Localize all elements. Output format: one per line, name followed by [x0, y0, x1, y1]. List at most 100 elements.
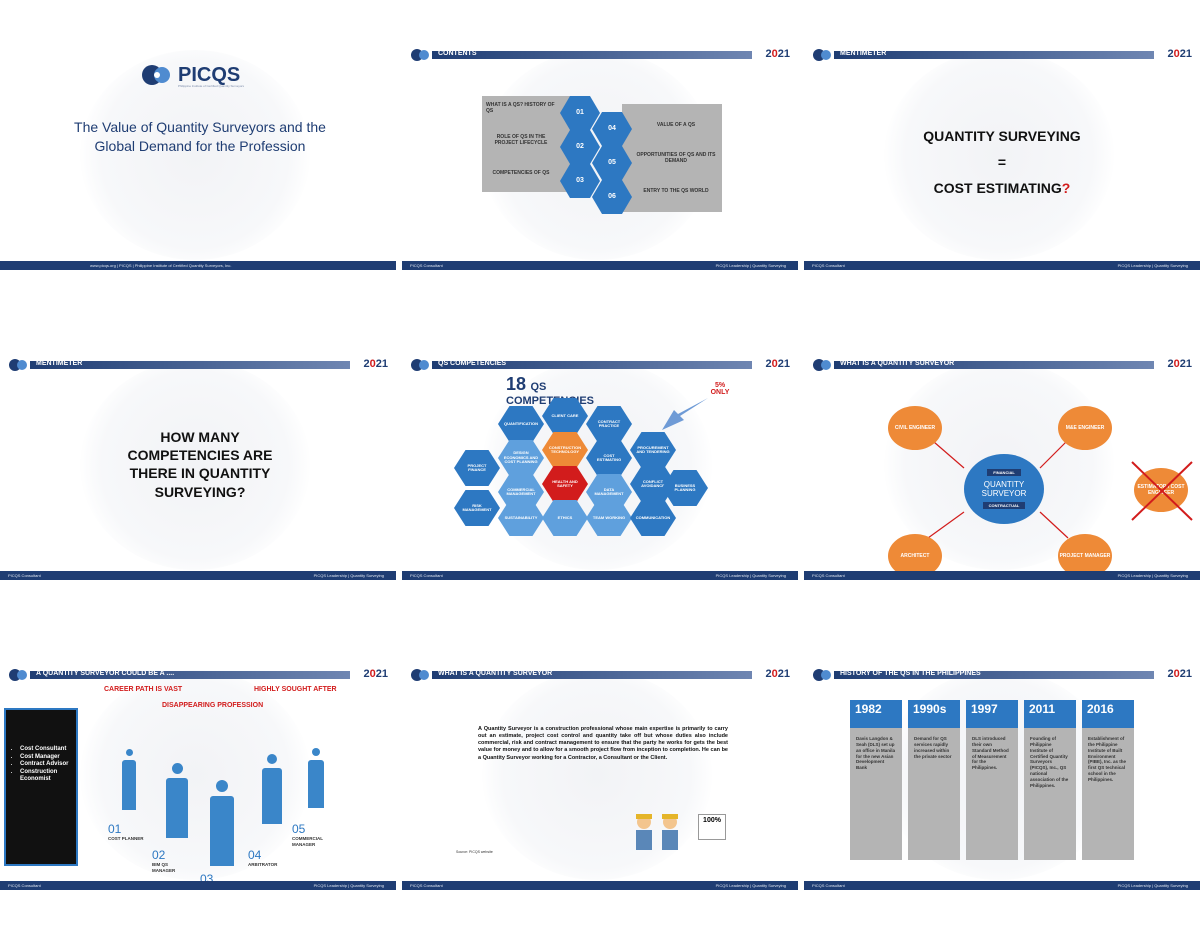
picqs-mark-icon: [9, 359, 27, 371]
connector-arrows: [927, 441, 1069, 539]
logo-text: PICQS: [178, 64, 241, 86]
callout-arrow-icon: [662, 398, 708, 430]
footer-right: PICQS Leadership | Quantity Surveying: [715, 263, 786, 268]
person-body-icon: [210, 796, 234, 866]
slide-grid: PICQS Philippine Institute of Certified …: [0, 40, 1200, 890]
slide-4-header: MENTIMETER: [36, 360, 83, 367]
year-badge: 2021: [1167, 358, 1193, 370]
competency-hex: PROCUREMENT AND TENDERING: [630, 432, 676, 468]
slide-1[interactable]: PICQS Philippine Institute of Certified …: [0, 40, 396, 270]
contents-item-6[interactable]: ENTRY TO THE QS WORLD: [643, 188, 709, 194]
hex-05: 05: [592, 146, 632, 180]
node-architect: ARCHITECT: [888, 534, 942, 578]
hex-02: 02: [560, 130, 600, 164]
competency-hex: COST ESTIMATING: [586, 440, 632, 476]
competency-hex: HEALTH AND SAFETY: [542, 466, 588, 502]
timeline-text: Davis Langdon & Seah (DLS) set up an off…: [856, 736, 896, 771]
person-body-icon: [308, 760, 324, 808]
node-project-manager: PROJECT MANAGER: [1058, 534, 1112, 578]
timeline-year: 1990s: [908, 700, 960, 728]
roles-bullet-box: Cost ConsultantCost ManagerContract Advi…: [4, 708, 78, 866]
person-body-icon: [122, 760, 136, 810]
person-body-icon: [166, 778, 188, 838]
role-number: 04: [248, 848, 262, 862]
cross-out-icon: [1131, 461, 1193, 521]
slide-4-question: HOW MANY COMPETENCIES ARE THERE IN QUANT…: [127, 429, 273, 500]
person-body-icon: [262, 768, 282, 824]
slide-7[interactable]: A QUANTITY SURVEYOR COULD BE A ....2021 …: [0, 660, 396, 890]
slide-8-header: WHAT IS A QUANTITY SURVEYOR: [438, 670, 553, 677]
year-badge: 2021: [765, 668, 791, 680]
slide-3-header: MENTIMETER: [840, 50, 887, 57]
person-head-icon: [312, 748, 320, 756]
person-head-icon: [267, 754, 277, 764]
year-badge: 2021: [363, 668, 389, 680]
role-label: COMMERCIAL MANAGER: [292, 836, 323, 847]
role-label: COST PLANNER: [108, 836, 144, 841]
hex-01: 01: [560, 96, 600, 130]
contents-item-4[interactable]: VALUE OF A QS: [656, 122, 696, 128]
person-head-icon: [125, 749, 133, 756]
node-quantity-surveyor: FINANCIAL QUANTITY SURVEYOR CONTRACTUAL: [964, 454, 1044, 524]
red-note-3: DISAPPEARING PROFESSION: [162, 702, 264, 709]
competency-hex: TEAM WORKING: [586, 500, 632, 536]
timeline-year: 2016: [1082, 700, 1134, 728]
surveyor-illustration-icon: [636, 814, 678, 850]
picqs-mark-icon: [411, 359, 429, 371]
role-label: BIM QS MANAGER: [152, 862, 176, 873]
year-badge: 2021: [765, 48, 791, 60]
contents-item-5[interactable]: OPPORTUNITIES OF QS AND ITS DEMAND: [636, 152, 716, 164]
node-me-engineer: M&E ENGINEER: [1058, 406, 1112, 450]
slide-5-header: QS COMPETENCIES: [438, 360, 507, 367]
contents-item-3[interactable]: COMPETENCIES OF QS: [492, 170, 550, 176]
slide-4[interactable]: MENTIMETER 2021 HOW MANY COMPETENCIES ARE…: [0, 350, 396, 580]
contents-right-panel: [622, 104, 722, 212]
slide-3[interactable]: MENTIMETER 2021 QUANTITY SURVEYING = COST…: [804, 40, 1200, 270]
competency-hex: ETHICS: [542, 500, 588, 536]
picqs-mark-icon: [813, 49, 831, 61]
timeline-text: Demand for QS services rapidly increased…: [914, 736, 952, 759]
competencies-count: 18 QS COMPETENCIES: [506, 374, 595, 407]
slide-3-statement: QUANTITY SURVEYING = COST ESTIMATING?: [923, 128, 1081, 196]
competency-hex: BUSINESS PLANNING: [662, 470, 708, 506]
hex-06: 06: [592, 180, 632, 214]
slide-1-title: The Value of Quantity Surveyors and the …: [74, 119, 326, 154]
picqs-mark-icon: [9, 669, 27, 681]
timeline-year: 1997: [966, 700, 1018, 728]
source-note: Source: PICQS website: [456, 850, 493, 854]
logo-subtitle: Philippine Institute of Certified Quanti…: [178, 84, 245, 88]
picqs-mark-icon: [411, 49, 429, 61]
picqs-mark-icon: [411, 669, 429, 681]
competency-hex: CONSTRUCTION TECHNOLOGY: [542, 432, 588, 468]
slide-7-header: A QUANTITY SURVEYOR COULD BE A ....: [36, 670, 175, 677]
year-badge: 2021: [1167, 48, 1193, 60]
role-label: ARBITRATOR: [248, 862, 278, 867]
question-mark: ?: [1061, 179, 1071, 196]
person-head-icon: [216, 780, 228, 792]
competency-hex: COMMUNICATION: [630, 500, 676, 536]
hex-04: 04: [592, 112, 632, 146]
picqs-mark-icon: [813, 669, 831, 681]
slide-9[interactable]: HISTORY OF THE QS IN THE PHILIPPINES 2021…: [804, 660, 1200, 890]
year-badge: 2021: [765, 358, 791, 370]
contents-item-1[interactable]: WHAT IS A QS? HISTORY OF QS: [486, 102, 555, 114]
timeline-year: 1982: [850, 700, 902, 728]
red-note-1: CAREER PATH IS VAST: [104, 686, 183, 693]
year-badge: 2021: [1167, 668, 1193, 680]
slide-9-header: HISTORY OF THE QS IN THE PHILIPPINES: [840, 670, 981, 677]
competency-hex: CLIENT CARE: [542, 398, 588, 434]
timeline-year: 2011: [1024, 700, 1076, 728]
timeline-text: Founding of Philippine Institute of Cert…: [1030, 736, 1069, 788]
year-badge: 2021: [363, 358, 389, 370]
picqs-mark-icon: [813, 359, 831, 371]
role-number: 01: [108, 822, 122, 836]
contents-item-2[interactable]: ROLE OF QS IN THE PROJECT LIFECYCLE: [494, 134, 548, 146]
